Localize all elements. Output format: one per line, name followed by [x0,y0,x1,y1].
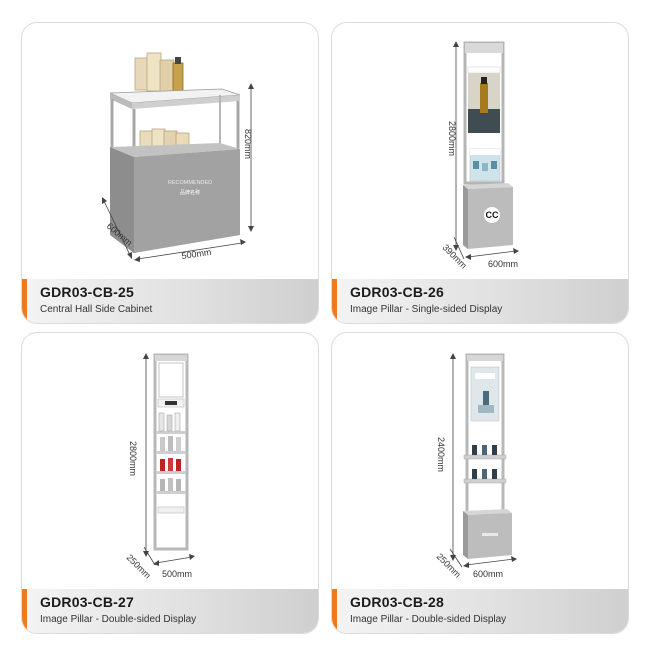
height-dim: 2800mm [128,441,138,476]
width-dim: 600mm [473,569,503,579]
width-dim: 500mm [162,569,192,579]
height-dim: 2800mm [447,121,457,156]
product-description: Image Pillar - Double-sided Display [350,614,507,625]
product-caption: GDR03-CB-27 Image Pillar - Double-sided … [22,589,318,633]
product-code: GDR03-CB-28 [350,594,444,610]
product-code: GDR03-CB-25 [40,284,134,300]
product-card: RECOMMENDED 品牌名称 820mm 600mm 500mm GDR03… [21,22,319,324]
width-dim: 600mm [488,259,518,269]
product-description: Image Pillar - Single-sided Display [350,304,503,315]
accent-bar [22,589,27,633]
product-description: Central Hall Side Cabinet [40,304,153,315]
product-card: 2400mm 250mm 600mm GDR03-CB-28 Image Pil… [331,332,629,634]
single-sided-pillar-illustration: CC 2800mm 390mm 600mm [441,41,519,271]
side-cabinet-illustration: RECOMMENDED 品牌名称 820mm 600mm 500mm [102,52,254,262]
panel-brand: 品牌名称 [180,189,200,196]
product-card: CC 2800mm 390mm 600mm GDR03-CB-26 Image … [331,22,629,324]
height-dim: 2400mm [436,437,446,472]
product-description: Image Pillar - Double-sided Display [40,614,197,625]
product-code: GDR03-CB-26 [350,284,444,300]
double-sided-pillar-illustration: 2800mm 250mm 500mm [125,353,195,581]
width-dim: 500mm [181,247,212,261]
logo-mark: CC [486,210,499,220]
panel-text: RECOMMENDED [168,180,212,186]
accent-bar [332,279,337,323]
accent-bar [332,589,337,633]
depth-dim: 250mm [125,552,153,580]
product-code: GDR03-CB-27 [40,594,134,610]
accent-bar [22,279,27,323]
product-caption: GDR03-CB-28 Image Pillar - Double-sided … [332,589,628,633]
double-sided-pillar-illustration: 2400mm 250mm 600mm [435,353,517,580]
product-card: 2800mm 250mm 500mm GDR03-CB-27 Image Pil… [21,332,319,634]
product-caption: GDR03-CB-26 Image Pillar - Single-sided … [332,279,628,323]
depth-dim: 250mm [435,551,463,579]
product-caption: GDR03-CB-25 Central Hall Side Cabinet [22,279,318,323]
height-dim: 820mm [243,129,253,159]
